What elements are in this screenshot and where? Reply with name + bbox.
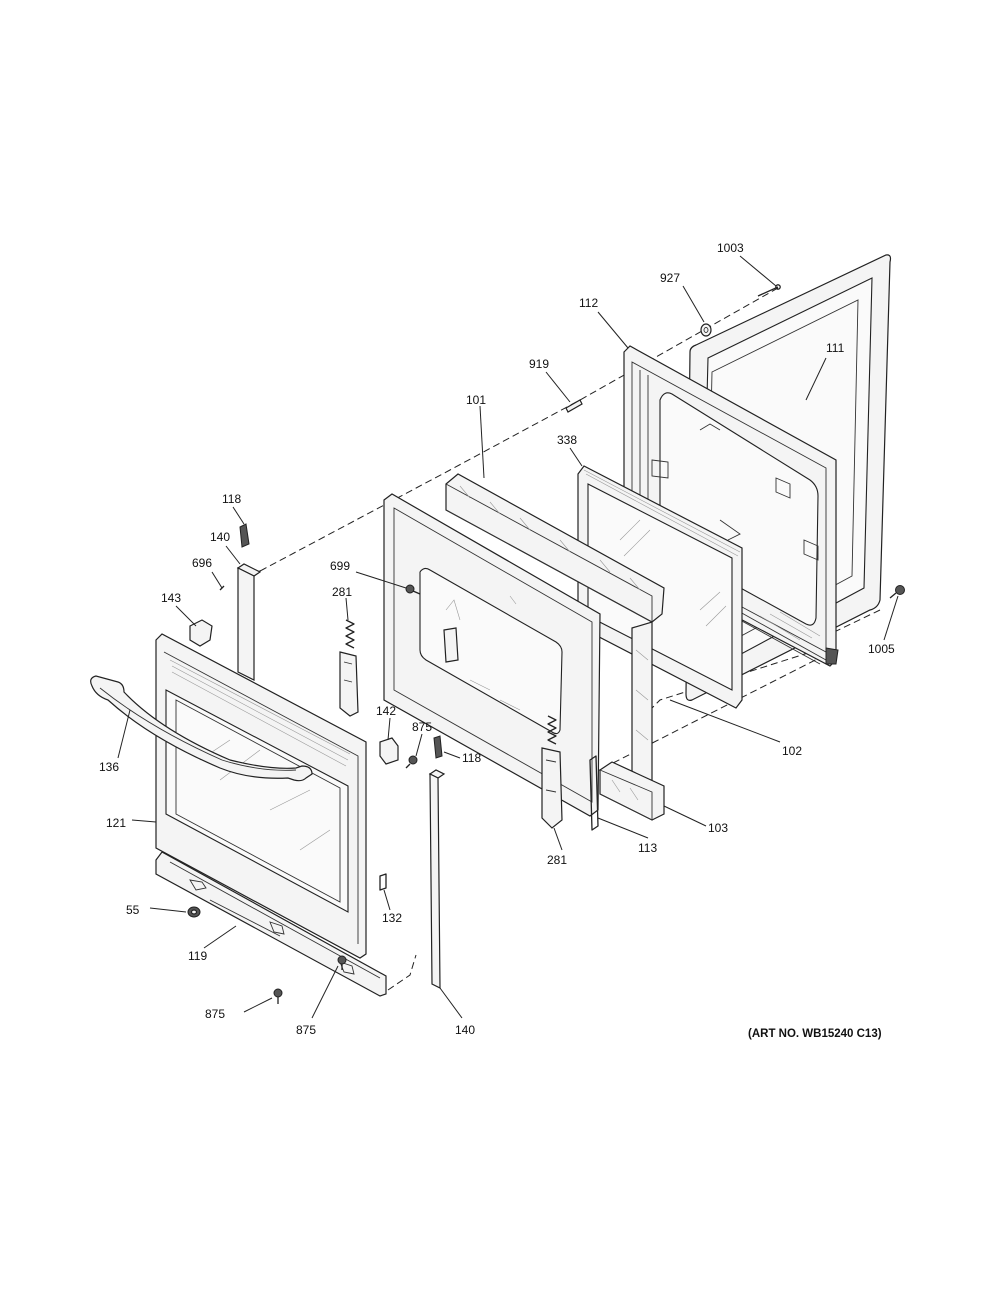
screw-1005 xyxy=(889,585,905,599)
callout-labels: 1003 927 112 111 919 101 338 118 140 696… xyxy=(99,241,895,1037)
screw-875-bottom-right xyxy=(337,955,347,970)
callout-55: 55 xyxy=(126,903,140,917)
handle-136 xyxy=(90,675,313,782)
washer-927 xyxy=(700,323,712,337)
bracket-113 xyxy=(589,755,599,831)
clip-132 xyxy=(379,873,387,891)
callout-281-right: 281 xyxy=(547,853,567,867)
callout-919: 919 xyxy=(529,357,549,371)
grommet-55 xyxy=(187,906,201,918)
callout-103: 103 xyxy=(708,821,728,835)
screw-875-bottom-left xyxy=(273,988,283,1004)
callout-132: 132 xyxy=(382,911,402,925)
bracket-143 xyxy=(189,619,213,647)
callout-1003: 1003 xyxy=(717,241,744,255)
callout-281-left: 281 xyxy=(332,585,352,599)
callout-143: 143 xyxy=(161,591,181,605)
side-trim-140-right xyxy=(428,769,446,989)
callout-121: 121 xyxy=(106,816,126,830)
hinge-281-left xyxy=(339,619,359,717)
callout-140-left: 140 xyxy=(210,530,230,544)
callout-699: 699 xyxy=(330,559,350,573)
callout-136: 136 xyxy=(99,760,119,774)
screw-875-mid xyxy=(405,755,418,769)
callout-119: 119 xyxy=(188,949,207,963)
outer-door-121 xyxy=(155,633,367,959)
callout-101: 101 xyxy=(466,393,486,407)
side-trim-140-left xyxy=(236,563,262,681)
screw-1003 xyxy=(757,284,781,297)
leader-lines xyxy=(117,255,899,1019)
callout-338: 338 xyxy=(557,433,577,447)
callout-142: 142 xyxy=(376,704,396,718)
callout-113: 113 xyxy=(638,841,657,855)
callout-111: 111 xyxy=(826,341,845,355)
callout-875-bottom-right: 875 xyxy=(296,1023,316,1037)
insulation-103 xyxy=(599,761,665,821)
hinge-281-right xyxy=(541,715,563,829)
callout-118-top: 118 xyxy=(222,492,241,506)
callout-118-right: 118 xyxy=(462,751,481,765)
callout-102: 102 xyxy=(782,744,802,758)
callout-112: 112 xyxy=(579,296,598,310)
pin-919 xyxy=(565,399,583,413)
callout-140-right: 140 xyxy=(455,1023,475,1037)
screw-699 xyxy=(405,584,421,595)
clip-118-top xyxy=(239,523,250,548)
callout-875-bottom-left: 875 xyxy=(205,1007,225,1021)
clip-118-right xyxy=(433,735,443,759)
block-142 xyxy=(379,737,399,765)
art-number: (ART NO. WB15240 C13) xyxy=(748,1028,882,1040)
callout-927: 927 xyxy=(660,271,680,285)
callout-1005: 1005 xyxy=(868,642,895,656)
callout-875-mid: 875 xyxy=(412,720,432,734)
callout-696: 696 xyxy=(192,556,212,570)
